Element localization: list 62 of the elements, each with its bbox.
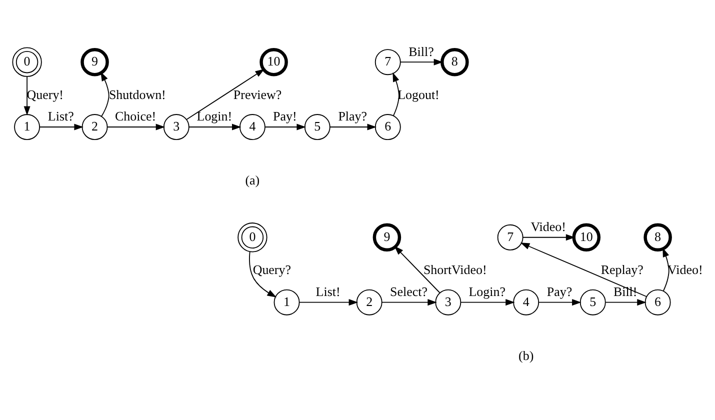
node-circle: 8	[440, 47, 469, 76]
edge-label: Shutdown!	[108, 86, 166, 102]
edge-label: Bill!	[613, 284, 638, 299]
arrow	[186, 68, 265, 120]
label: (b)	[518, 348, 534, 363]
node-circle: 9	[372, 222, 402, 252]
arrow	[249, 250, 277, 297]
node-circle: 0	[12, 46, 42, 76]
node-circle: 7	[374, 48, 401, 75]
arrow	[188, 123, 242, 130]
edge-label: Query!	[26, 86, 64, 102]
node-circle: 2	[82, 114, 108, 140]
arrow	[264, 123, 306, 130]
edge-label: Query?	[252, 262, 292, 277]
arrow	[662, 247, 670, 291]
arrow	[298, 298, 358, 306]
node-circle: 5	[580, 288, 606, 315]
label: (a)	[245, 172, 260, 188]
arrow	[107, 123, 166, 130]
edge-label: Video!	[530, 218, 566, 234]
node-circle: 3	[435, 288, 462, 315]
arrow	[605, 298, 646, 306]
node-circle: 0	[238, 222, 268, 252]
arrow	[400, 58, 444, 65]
edge-label: Choice!	[115, 108, 156, 124]
edge-label: List?	[48, 108, 74, 124]
node-circle: 4	[239, 114, 266, 140]
arrow	[392, 72, 400, 116]
node-circle: 5	[304, 114, 330, 140]
edge-label: Preview?	[233, 86, 282, 102]
node-circle: 6	[374, 114, 401, 140]
edge-label: Replay?	[600, 262, 644, 277]
arrow	[460, 298, 515, 306]
node-circle: 2	[356, 288, 382, 315]
arrow	[24, 76, 30, 116]
edge-label: Login?	[468, 284, 506, 299]
node-circle: 1	[274, 288, 300, 315]
node-circle: 3	[163, 114, 190, 140]
edge-label: Pay?	[546, 284, 572, 299]
edge-label: ShortVideo!	[423, 262, 487, 277]
node-circle: 10	[572, 222, 601, 252]
edge-label: List!	[316, 284, 340, 299]
node-circle: 9	[80, 47, 109, 76]
node-circle: 1	[14, 114, 40, 140]
arrow	[394, 245, 440, 293]
arrow	[538, 298, 582, 306]
edge-label: Select?	[390, 284, 428, 299]
node-circle: 4	[513, 288, 540, 315]
edge-label: Pay!	[273, 108, 297, 124]
arrow	[522, 234, 576, 240]
arrow	[382, 298, 437, 306]
edge-label: Login!	[196, 108, 232, 124]
arrow	[100, 71, 110, 116]
node-circle: 10	[260, 47, 288, 76]
edge-label: Play?	[338, 108, 368, 124]
node-circle: 6	[644, 288, 671, 315]
arrow	[330, 123, 377, 130]
arrow	[39, 123, 84, 130]
edge-label: Bill?	[408, 43, 434, 58]
node-circle: 8	[644, 222, 672, 252]
node-circle: 7	[497, 224, 524, 250]
arrow	[520, 242, 648, 297]
